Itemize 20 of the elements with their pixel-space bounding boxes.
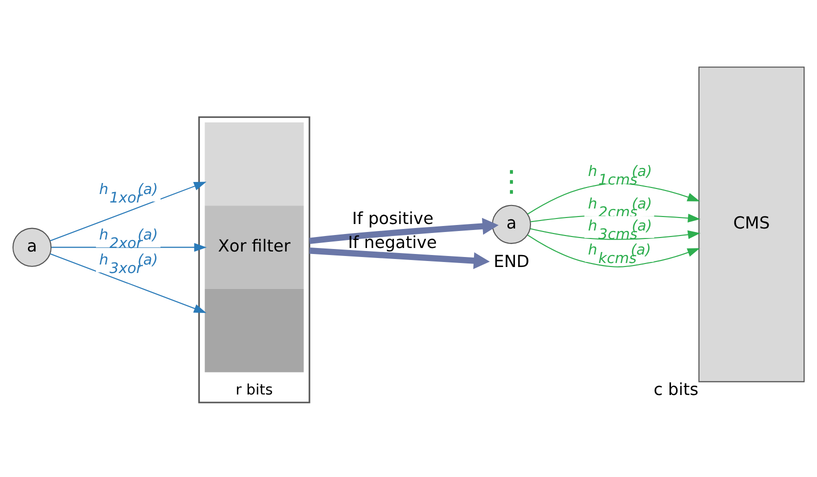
node-box [204,122,304,206]
edge-label: If positive [352,208,434,228]
label: ⋮ [496,163,526,198]
arrow [51,242,207,252]
arrow [309,247,490,269]
node-box [204,288,304,372]
node-label: c bits [654,380,698,399]
node-box: Xor filter [204,205,304,288]
node-text: END [494,251,530,270]
arrow [309,217,499,244]
arrow [530,228,700,240]
arrow [527,234,700,267]
node-circle: a [12,227,52,266]
arrow [527,182,700,214]
node-circle: a [492,204,532,244]
node-label: r bits [236,380,273,398]
cluster [198,116,310,403]
arrow [50,181,206,241]
arrow [50,252,206,312]
node-box: CMS [698,66,805,382]
